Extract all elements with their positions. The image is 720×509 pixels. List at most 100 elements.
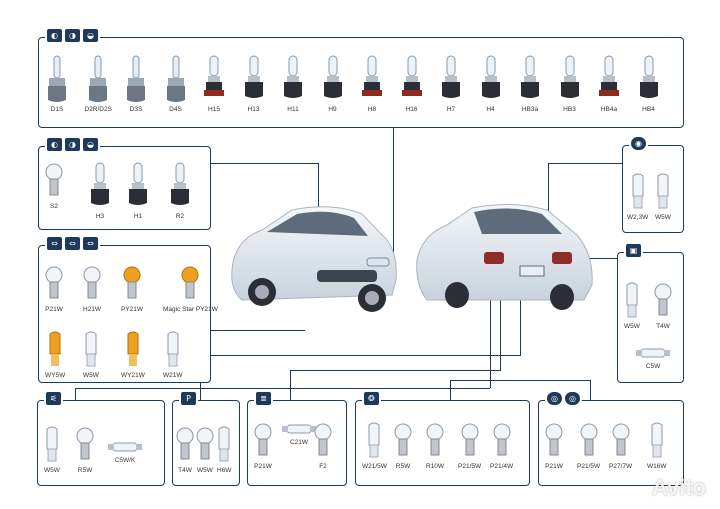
bulb-item: F2: [314, 421, 332, 470]
connector-line: [490, 285, 492, 388]
brake-light-icon: ◎: [547, 392, 562, 405]
indicator-icon: ⇔: [65, 237, 80, 250]
bulb-label: P21/4W: [490, 463, 514, 470]
bulb-item: W5W: [83, 330, 99, 379]
rear-fog-icon: ❂: [364, 392, 379, 405]
rear-car-image: [416, 203, 593, 310]
dashboard-icon: ◉: [631, 137, 646, 150]
bulb-item: P21W: [254, 421, 272, 470]
front-car-image: [231, 206, 397, 312]
connector-line: [520, 268, 522, 356]
bulb-item: W5W: [44, 425, 60, 474]
panel-icons: ◐ ◑ ◒: [45, 29, 100, 42]
bulb-label: R10W: [426, 463, 445, 470]
bulb-label: T4W: [656, 323, 670, 330]
bulb-item: HB4: [638, 54, 660, 113]
bulb-item: D4S: [164, 54, 188, 113]
bulb-label: D1S: [50, 106, 64, 113]
connector-line: [548, 163, 623, 165]
bulb-item: H1: [127, 161, 149, 220]
bulb-item: H16: [401, 54, 423, 113]
bulb-item: D2R/D2S: [85, 54, 112, 113]
avito-watermark: Avito: [651, 475, 706, 500]
bulb-item: H11: [282, 54, 304, 113]
indicator-bulbs-panel: ⇔ ⇔ ⇔ P21W H21W PY21W Magic Star PY21W WY5W W…: [38, 237, 218, 383]
bulb-item: R5W: [76, 425, 94, 474]
bulb-item: D3S: [124, 54, 148, 113]
panel-icons: ⇔ ⇔ ⇔: [45, 237, 100, 250]
bulb-label: T4W: [178, 467, 192, 474]
bulb-label: H3: [95, 213, 105, 220]
bulb-item: WY21W: [121, 330, 145, 379]
bulb-item: Magic Star PY21W: [163, 264, 218, 313]
bulb-item: H21W: [83, 264, 101, 313]
high-beam-icon: ◑: [65, 138, 80, 151]
indicator-icon: ⇔: [83, 237, 98, 250]
connector-line: [75, 388, 77, 400]
bulb-label: P21W: [545, 463, 563, 470]
bulb-item: P21/5W: [458, 421, 481, 470]
bulb-label: HB3: [563, 106, 576, 113]
bulb-label: H11: [287, 106, 299, 113]
connector-line: [393, 127, 395, 267]
bulb-label: H15: [208, 106, 220, 113]
bulb-item: C5W: [636, 345, 670, 370]
bulb-label: D4S: [169, 106, 182, 113]
bulb-label: W5W: [44, 467, 60, 474]
bulb-label: W5W: [197, 467, 213, 474]
panel-icons: ⚟: [44, 392, 63, 405]
bulb-label: W2,3W: [627, 214, 649, 221]
connector-line: [210, 163, 318, 165]
bulb-label: H4: [486, 106, 495, 113]
bulb-label: H6W: [217, 467, 232, 474]
panel-icons: ◎ ◎: [545, 392, 582, 405]
bulb-label: D2R/D2S: [84, 106, 112, 113]
bulb-item: P21W: [45, 264, 63, 313]
bulb-label: HB3a: [521, 106, 539, 113]
bulb-label: H9: [328, 106, 337, 113]
bulb-label: P21/5W: [458, 463, 482, 470]
bulb-item: W16W: [647, 421, 667, 470]
bulb-item: H3: [89, 161, 111, 220]
connector-line: [580, 258, 618, 260]
connector-line: [548, 163, 550, 241]
connector-line: [200, 355, 520, 357]
bulb-label: H1: [133, 213, 143, 220]
bulb-item: P27/7W: [609, 421, 632, 470]
panel-icons: ❂: [362, 392, 381, 405]
panel-icons: ▣: [624, 244, 643, 257]
bulb-item: S2: [45, 161, 63, 210]
bulb-label: R2: [175, 213, 185, 220]
bulb-label: W5W: [83, 372, 99, 379]
bulb-item: W21W: [163, 330, 183, 379]
bulb-label: H8: [367, 106, 377, 113]
high-beam-icon: ◑: [65, 29, 80, 42]
bulb-item: T4W: [654, 281, 672, 330]
bulb-label: P21W: [45, 306, 63, 313]
connector-line: [290, 370, 292, 400]
bulb-item: P21/5W: [577, 421, 600, 470]
bulb-label: W21/5W: [362, 463, 387, 470]
bulb-label: HB4a: [600, 106, 618, 113]
bulb-label: H16: [405, 106, 418, 113]
bulb-item: H8: [361, 54, 383, 113]
low-beam-icon: ◐: [47, 29, 62, 42]
bulb-item: R5W: [394, 421, 412, 470]
bulb-label: R5W: [395, 463, 411, 470]
bulb-item: R2: [169, 161, 191, 220]
bulb-item: H4: [480, 54, 502, 113]
bulb-item: R10W: [426, 421, 444, 470]
bulb-label: W16W: [647, 463, 667, 470]
interior-light-icon: ▣: [626, 244, 641, 257]
bulb-label: WY5W: [45, 372, 66, 379]
bulb-item: H9: [322, 54, 344, 113]
bulb-item: P21/4W: [490, 421, 513, 470]
bulb-item: PY21W: [121, 264, 143, 313]
bulb-label: W21W: [163, 372, 183, 379]
bulb-label: Magic Star PY21W: [163, 306, 218, 313]
license-plate-icon: ⚟: [46, 392, 61, 405]
